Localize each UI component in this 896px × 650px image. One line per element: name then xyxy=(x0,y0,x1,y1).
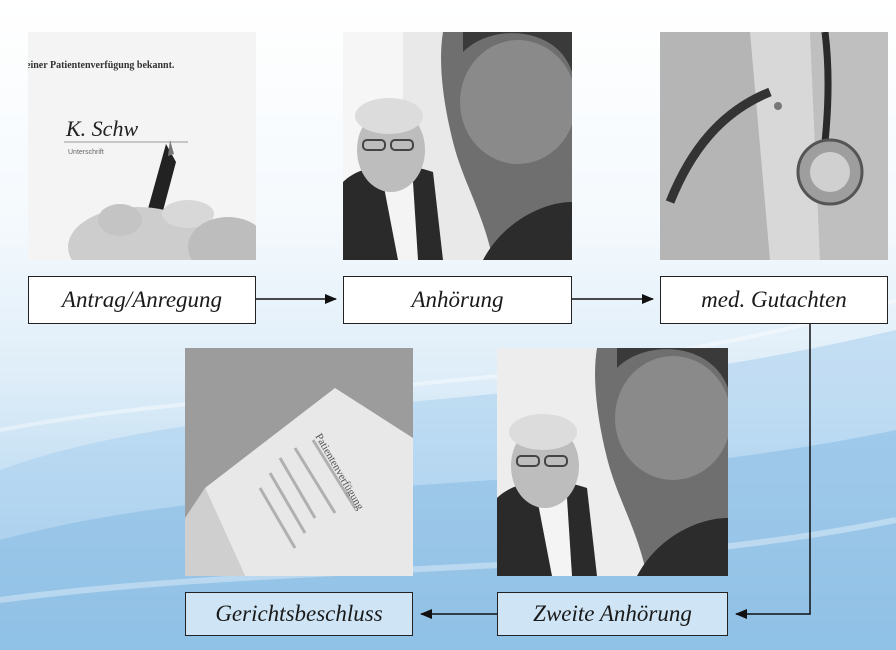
step-zweite-anhoerung: Zweite Anhörung xyxy=(497,592,728,636)
blurred-document-photo: Patientenverfügung xyxy=(185,348,413,576)
step-antrag-anregung: Antrag/Anregung xyxy=(28,276,256,324)
stethoscope-photo xyxy=(660,32,888,260)
step-gerichtsbeschluss: Gerichtsbeschluss xyxy=(185,592,413,636)
second-consultation-photo xyxy=(497,348,728,576)
signature-caption: Unterschrift xyxy=(68,149,104,156)
step-anhoerung: Anhörung xyxy=(343,276,572,324)
signature-text: K. Schw xyxy=(65,116,138,141)
signature-photo: einer Patientenverfügung bekannt. K. Sch… xyxy=(28,32,256,260)
step-med-gutachten: med. Gutachten xyxy=(660,276,888,324)
consultation-photo xyxy=(343,32,572,260)
document-heading-text: einer Patientenverfügung bekannt. xyxy=(28,60,175,71)
